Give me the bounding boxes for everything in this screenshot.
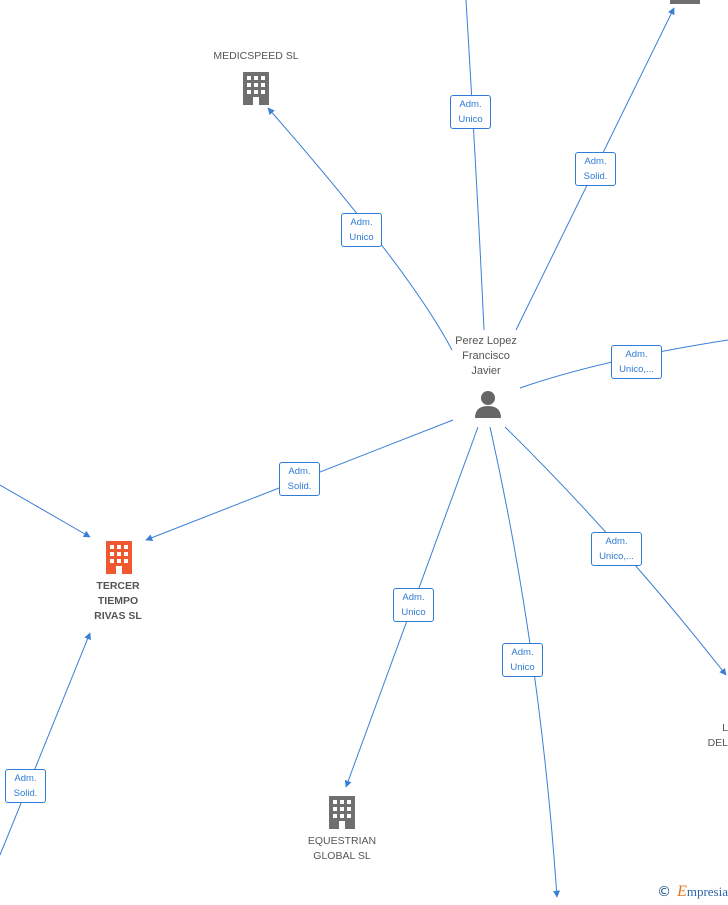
watermark-text: mpresia [686,884,728,899]
building-icon[interactable] [329,796,355,829]
company-name-line-1: TERCER [96,580,140,592]
relation-label-bottom-left[interactable]: Adm. Solid. [5,769,46,803]
watermark-initial: E [677,883,687,900]
relation-type: Unico [510,662,535,673]
relation-role: Adm. [459,99,482,110]
relation-label-top[interactable]: Adm. Unico [450,95,491,129]
relation-type: Solid. [583,171,608,182]
relation-role: Adm. [625,349,648,360]
edge-bottom-into-tercer[interactable] [0,632,91,856]
person-name-line-3: Javier [471,365,501,377]
relation-type: Solid. [13,788,38,799]
company-label-equestrian[interactable]: EQUESTRIAN GLOBAL SL [290,834,394,864]
person-name-line-1: Perez Lopez [455,335,517,347]
relation-label-ldel[interactable]: Adm. Unico,... [591,532,642,566]
relation-type: Unico [458,114,483,125]
relation-role: Adm. [584,156,607,167]
person-name-line-2: Francisco [462,350,510,362]
person-node-label[interactable]: Perez Lopez Francisco Javier [436,334,536,379]
relation-label-right[interactable]: Adm. Unico,... [611,345,662,379]
edge-to-top-offscreen[interactable] [465,0,485,331]
relation-label-tercer[interactable]: Adm. Solid. [279,462,320,496]
relation-role: Adm. [511,647,534,658]
company-name-line-2: DEL [707,737,728,749]
person-icon[interactable] [475,391,501,418]
company-name: MEDICSPEED SL [213,50,299,62]
relation-role: Adm. [605,536,628,547]
relation-type: Solid. [287,481,312,492]
company-label-tercer-tiempo[interactable]: TERCER TIEMPO RIVAS SL [66,579,170,624]
relation-type: Unico [349,232,374,243]
copyright-icon: © [657,884,672,900]
company-name-line-1: L [722,722,728,734]
relation-role: Adm. [14,773,37,784]
company-name-line-3: RIVAS SL [94,610,142,622]
edge-to-medicspeed[interactable] [267,107,453,351]
company-name-line-1: EQUESTRIAN [307,835,377,847]
edge-left-into-tercer[interactable] [0,484,91,538]
relation-role: Adm. [350,217,373,228]
empresia-watermark: © Empresia [657,883,728,901]
relation-type: Unico,... [619,364,654,375]
company-label-medicspeed[interactable]: MEDICSPEED SL [196,49,316,64]
relation-type: Unico [401,607,426,618]
company-name-line-2: GLOBAL SL [313,850,371,862]
building-icon[interactable] [670,0,700,4]
building-icon[interactable] [106,541,132,574]
relation-type: Unico,... [599,551,634,562]
company-label-ldel[interactable]: L DEL [700,721,728,751]
relation-role: Adm. [402,592,425,603]
relation-label-bottom[interactable]: Adm. Unico [502,643,543,677]
relation-label-equestrian[interactable]: Adm. Unico [393,588,434,622]
building-icon[interactable] [243,72,269,105]
company-name-line-2: TIEMPO [97,595,139,607]
relation-label-medicspeed[interactable]: Adm. Unico [341,213,382,247]
relation-label-top-right[interactable]: Adm. Solid. [575,152,616,186]
relation-role: Adm. [288,466,311,477]
